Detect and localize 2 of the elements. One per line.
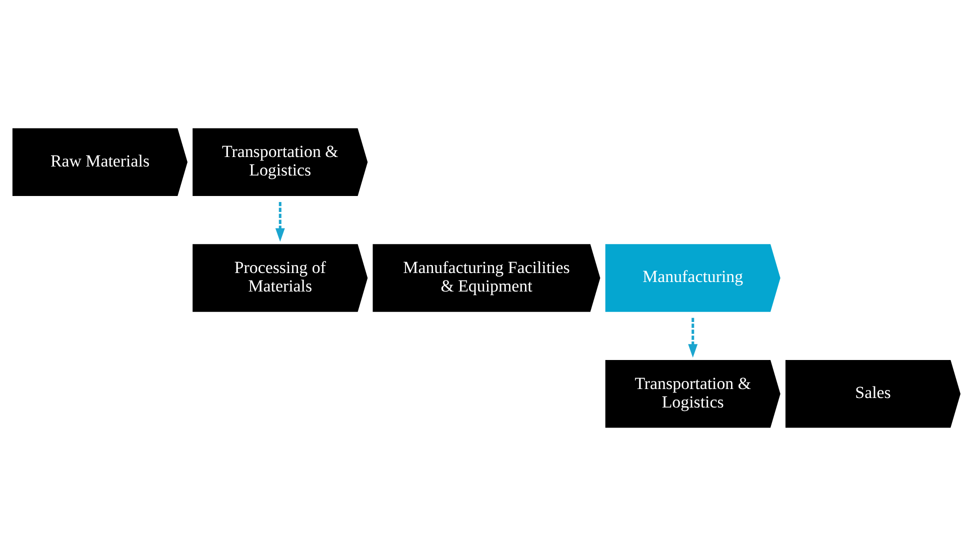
arrow	[688, 317, 698, 358]
arrow	[275, 201, 285, 242]
